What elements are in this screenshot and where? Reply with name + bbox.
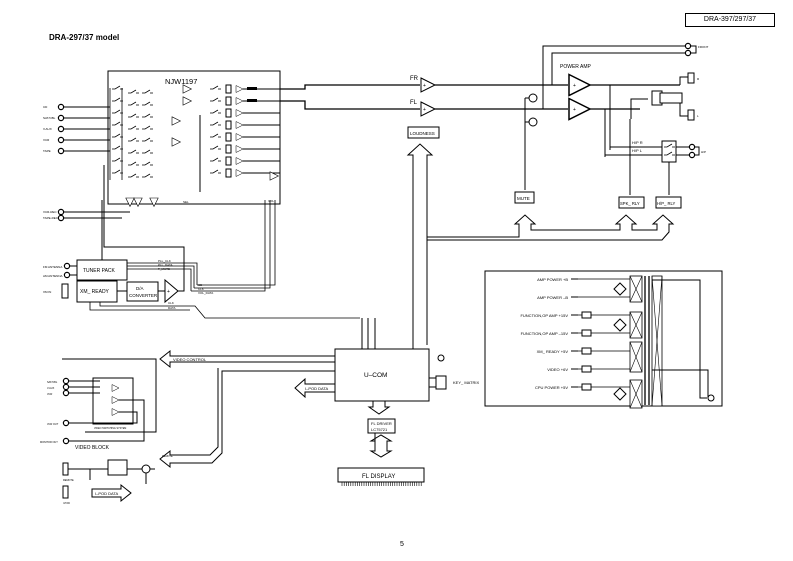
loudness-label: LOUDNESS	[410, 131, 435, 136]
svg-text:VOL: VOL	[268, 199, 274, 203]
svg-text:SEL: SEL	[183, 200, 189, 204]
fm-antenna-label: FM ANTENNA	[43, 265, 62, 269]
fl-display-block	[337, 467, 425, 483]
fl-driver-label-2: LC75721	[371, 427, 388, 432]
monitor-out-label: MONITOR OUT	[40, 441, 58, 444]
audio-input-label: CD	[43, 105, 48, 109]
spk-rly-block	[618, 196, 645, 209]
diagram-subtitle: DRA-297/37 model	[49, 33, 120, 42]
svg-text:+: +	[573, 83, 576, 89]
loudness-block	[407, 126, 440, 139]
vol-data-label: VOL_DATA	[198, 291, 213, 295]
audio-input-jack	[57, 136, 65, 144]
power-rail-label: AMP POWER +B	[537, 277, 568, 282]
video-in-satcbl: SAT/CBL	[47, 381, 58, 384]
svg-text:+: +	[167, 289, 170, 295]
video-in-vaux: V.AUX	[47, 387, 55, 390]
njw1197-label: NJW1197	[165, 77, 197, 86]
remote-out-label: REMOTE	[63, 479, 74, 482]
audio-input-label: SAT/CBL	[43, 116, 56, 120]
audio-inputs: CD SAT/CBL V.AUX VCR TAPE VCR-REC TAPE-REC	[43, 103, 130, 222]
power-rail-label: XM_ READY +5V	[537, 349, 569, 354]
mute-block	[514, 191, 535, 204]
da-label-2: CONVERTER	[129, 293, 158, 298]
power-supply-block: AMP POWER +B AMP POWER –B FUNCTION,OP AMP …	[484, 270, 723, 409]
speaker-l-label: L	[697, 114, 699, 118]
power-amp: POWER AMP + + R L H/P R H/P L H/P	[560, 64, 706, 195]
power-amp-label: POWER AMP	[560, 64, 592, 70]
pll-clk-label: PLL_CLK	[158, 259, 171, 263]
rec-out-label: VCR-REC	[43, 210, 58, 214]
xm-in-label: XM IN	[43, 290, 51, 294]
fl-driver-label-1: FL DRIVER	[371, 421, 392, 426]
page-number: 5	[400, 541, 404, 548]
audio-input-jack	[57, 147, 65, 155]
clk2-label: CLK	[168, 301, 174, 305]
main-signal-lines: + + FR FL FRONT	[280, 42, 708, 190]
njw1197-internals	[109, 84, 280, 192]
audio-input-jack	[57, 125, 65, 133]
key-matrix-label: KEY_ MATRIX	[453, 380, 479, 385]
model-code-box: DRA-397/297/37	[685, 13, 775, 27]
video-in-vcr: VCR	[47, 393, 52, 396]
fl-display-label: FL DISPLAY	[362, 474, 395, 480]
fr-label: FR	[410, 76, 419, 82]
data-label: DATA	[168, 306, 176, 310]
audio-input-jack	[57, 114, 65, 122]
svg-text:+: +	[573, 107, 576, 113]
ipod-data-label: I–POD DATA	[305, 386, 329, 391]
ipod-data-label-2: I–POD DATA	[95, 491, 119, 496]
power-rail-label: FUNCTION,OP AMP +15V	[520, 313, 568, 318]
pll-data-label: PLL_DATA	[158, 263, 173, 267]
video-control-label: VIDEO CONTROL	[173, 357, 207, 362]
xm-ready-label: XM_ READY	[80, 289, 110, 295]
svg-text:+: +	[423, 107, 426, 113]
da-converter-block	[126, 281, 159, 302]
remote-label: REMOTE	[162, 455, 173, 458]
control-bus	[406, 143, 675, 350]
audio-input-label: V.AUX	[43, 127, 52, 131]
hp-l-label: H/P L	[632, 148, 643, 153]
power-rail-label: FUNCTION,OP AMP –15V	[521, 331, 569, 336]
hp-rly-block	[655, 196, 682, 209]
power-rail-label: VIDEO +6V	[547, 367, 568, 372]
power-rail-label: CPU POWER +5V	[535, 385, 568, 390]
hp-rly-label: H/P_ RLY	[657, 201, 676, 206]
video-block-label: VIDEO BLOCK	[75, 445, 110, 451]
vcr-out-label: VCR OUT	[47, 423, 59, 426]
fl-driver-block	[367, 418, 396, 434]
t-mute-label: T_MUTE	[158, 267, 170, 271]
hp-jack-label: H/P	[701, 150, 706, 154]
video-switch-label: VIDEO SWITCHING SYSTEM	[94, 427, 126, 430]
ucom-label: U–COM	[364, 372, 387, 379]
hp-r-label: H/P R	[632, 140, 643, 145]
audio-input-label: VCR	[43, 138, 50, 142]
audio-input-label: TAPE	[43, 149, 51, 153]
fl-display-pins	[341, 482, 422, 486]
speaker-r-label: R	[697, 77, 700, 81]
ce-label: CE	[198, 283, 202, 287]
njw1197-block: NJW1197 SEL VOL	[107, 70, 281, 207]
mute-label: MUTE	[517, 196, 530, 201]
clk-label: CLK	[198, 287, 204, 291]
ipod-in-label: I-POD	[63, 502, 70, 505]
spk-rly-label: SPK_ RLY	[620, 201, 640, 206]
front-out-label: FRONT	[698, 45, 708, 49]
tuner-pack-label: TUNER PACK	[83, 268, 116, 274]
ucom-block	[334, 348, 430, 402]
audio-input-jack	[57, 103, 65, 111]
svg-text:+: +	[423, 83, 426, 89]
fl-label: FL	[410, 100, 418, 106]
da-label-1: D/A	[136, 286, 144, 291]
power-rail-label: AMP POWER –B	[537, 295, 568, 300]
rec-out-label: TAPE-REC	[43, 216, 59, 220]
am-antenna-label: AM ANTENNA	[43, 274, 63, 278]
